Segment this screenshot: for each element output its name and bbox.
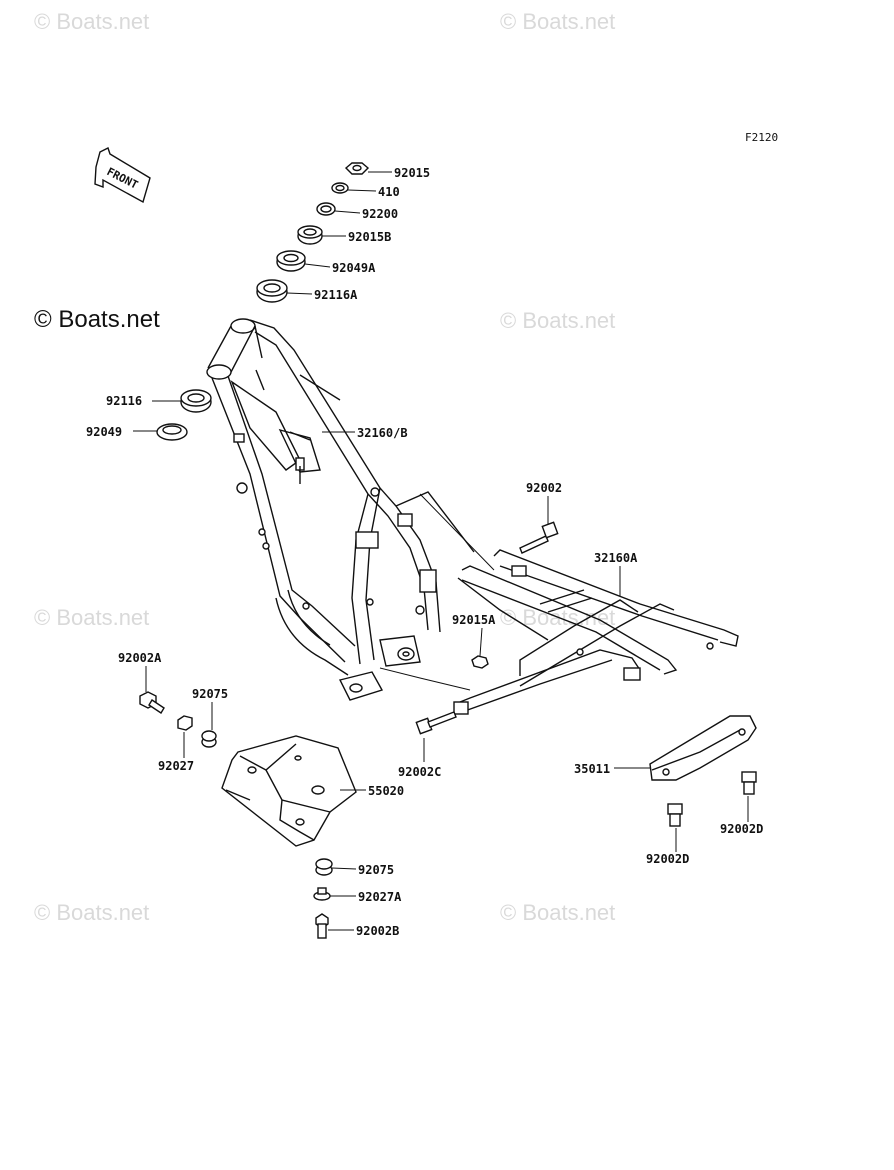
label-92015: 92015 (394, 166, 430, 180)
part-bolt-92002c (415, 711, 457, 735)
part-frame-32160b (206, 318, 475, 701)
part-collar-92027 (177, 715, 193, 731)
watermark-lower-left: © Boats.net (34, 605, 150, 630)
label-32160a: 32160A (594, 551, 638, 565)
label-32160b: 32160/B (357, 426, 408, 440)
watermark-top-left: © Boats.net (34, 9, 150, 34)
part-subframe-32160a (453, 549, 739, 715)
part-collar-92027a (313, 887, 331, 901)
part-nut-92015 (344, 162, 370, 175)
part-bearing-92049 (156, 423, 188, 441)
label-92049: 92049 (86, 425, 122, 439)
part-washer-92200 (316, 202, 336, 216)
watermark-top-right: © Boats.net (500, 9, 616, 34)
leader-lines (133, 171, 749, 931)
part-nut-92015b (297, 225, 323, 245)
front-arrow-icon: FRONT (94, 147, 151, 204)
label-92002a: 92002A (118, 651, 162, 665)
label-92015b: 92015B (348, 230, 391, 244)
part-bearing-92049a (276, 250, 306, 272)
label-35011: 35011 (574, 762, 610, 776)
label-92027: 92027 (158, 759, 194, 773)
watermark-bottom-right: © Boats.net (500, 900, 616, 925)
part-bolt-92002 (519, 521, 559, 554)
label-92200: 92200 (362, 207, 398, 221)
part-bolt-92002b (315, 913, 329, 939)
watermark-mid-right: © Boats.net (500, 308, 616, 333)
label-92002b: 92002B (356, 924, 399, 938)
part-race-92116a (256, 279, 288, 303)
watermark-bottom-left: © Boats.net (34, 900, 150, 925)
label-92015a: 92015A (452, 613, 496, 627)
part-bolt-92002d-left (667, 803, 683, 827)
part-damper-92075-upper (201, 730, 217, 748)
part-bolt-92002a (139, 691, 165, 714)
label-92049a: 92049A (332, 261, 376, 275)
label-92002c: 92002C (398, 765, 441, 779)
part-race-92116 (180, 389, 212, 413)
part-guide-35011 (649, 715, 757, 781)
label-92002d-left: 92002D (646, 852, 689, 866)
label-92002d-right: 92002D (720, 822, 763, 836)
part-damper-92075-lower (315, 858, 333, 876)
part-labels: 92015 410 92200 92015B 92049A 92116A 921… (86, 166, 763, 938)
figure-code: F2120 (745, 131, 778, 144)
label-92027a: 92027A (358, 890, 402, 904)
part-washer-410 (331, 182, 349, 194)
watermark-main: © Boats.net (34, 306, 160, 333)
label-92116: 92116 (106, 394, 142, 408)
label-92075-upper: 92075 (192, 687, 228, 701)
label-92116a: 92116A (314, 288, 358, 302)
label-410: 410 (378, 185, 400, 199)
label-55020: 55020 (368, 784, 404, 798)
part-skid-plate-55020 (221, 735, 357, 847)
part-nut-92015a (471, 655, 489, 669)
part-bolt-92002d-right (741, 771, 757, 795)
label-92075-lower: 92075 (358, 863, 394, 877)
label-92002: 92002 (526, 481, 562, 495)
